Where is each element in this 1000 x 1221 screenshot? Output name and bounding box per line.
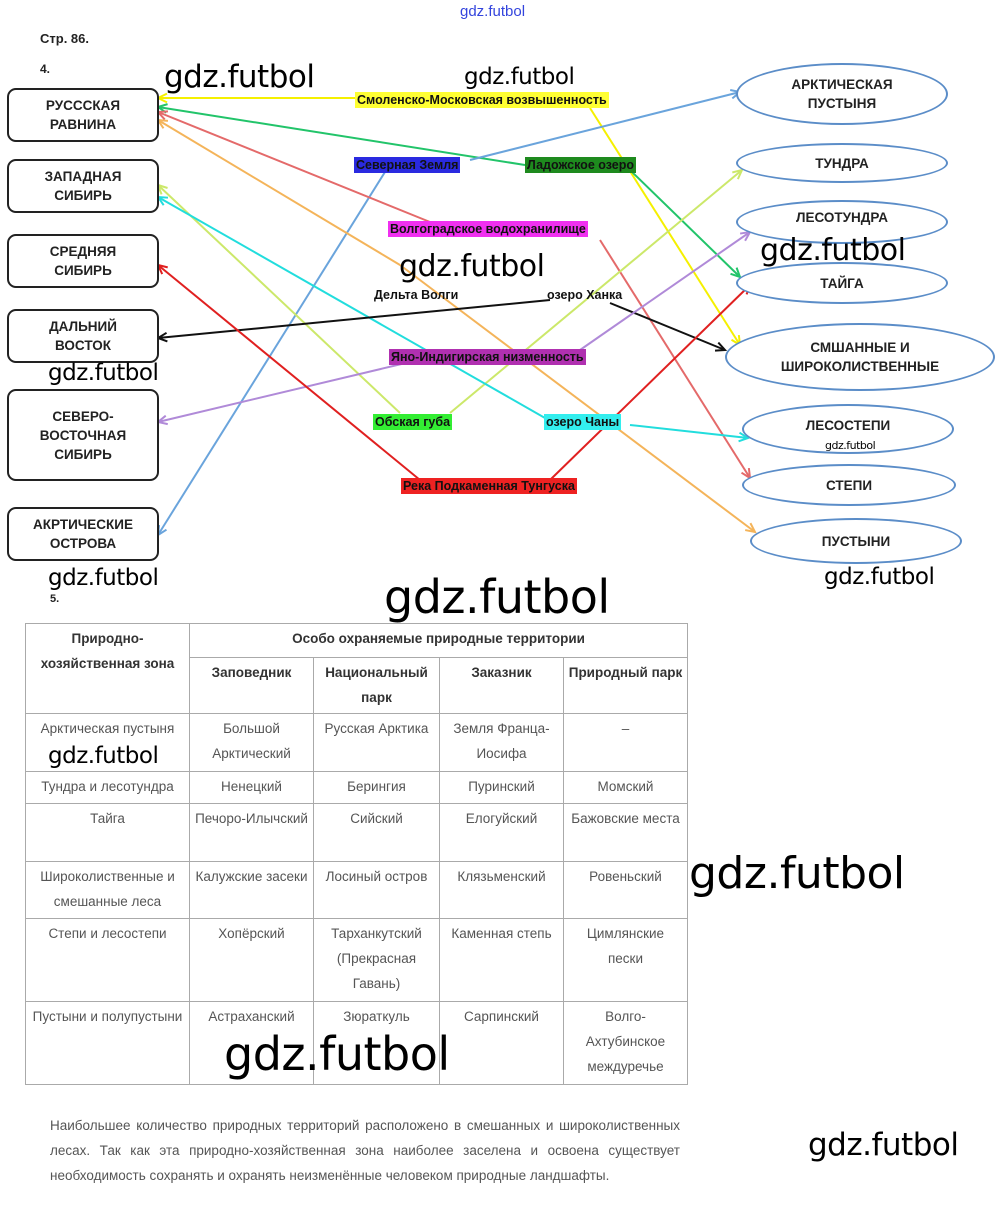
watermark: gdz.futbol [164,59,315,95]
object-label: Яно-Индигирская низменность [389,349,586,365]
object-label: Река Подкаменная Тунгуска [401,478,577,494]
connection-arrow [156,118,401,266]
watermark: gdz.futbol [384,570,610,624]
table-cell: Берингия [313,771,440,804]
watermark: gdz.futbol [48,565,159,591]
task-5-number: 5. [50,593,60,605]
watermark: gdz.futbol [808,1127,959,1163]
object-label: Волгоградское водохранилище [388,221,588,237]
zone-ellipse: ТУНДРА [736,143,948,183]
page-number: Стр. 86. [40,31,89,46]
region-box: СРЕДНЯЯ СИБИРЬ [7,234,159,288]
table-cell: Клязьменский [439,861,564,919]
arrowhead-icon [744,522,757,534]
zone-ellipse: СТЕПИ [742,464,956,506]
watermark: gdz.futbol [689,848,905,899]
connection-arrow [155,299,551,343]
table-cell: Сийский [313,803,440,862]
column-header: Заказник [439,657,564,714]
arrowhead-icon [738,431,751,443]
table-cell: Калужские засеки [189,861,314,919]
watermark: gdz.futbol [399,249,545,284]
watermark: gdz.futbol [824,564,935,590]
table-cell: Лосиный остров [313,861,440,919]
watermark: gdz.futbol [760,233,906,268]
protected-areas-table: Природно-хозяйственная зона Особо охраня… [25,623,688,1085]
watermark: gdz.futbol [48,360,159,386]
region-box: СЕВЕРО- ВОСТОЧНАЯ СИБИРЬ [7,389,159,481]
table-cell: Цимлянские пески [563,918,688,1002]
zone-ellipse: ЛЕСОСТЕПИ [742,404,954,454]
table-cell: Арктическая пустыня [25,713,190,772]
group-header: Особо охраняемые природные территории [189,623,688,658]
connection-arrow [156,171,386,537]
task-4-number: 4. [40,62,51,76]
table-cell: Ненецкий [189,771,314,804]
table-cell: Печоро-Илычский [189,803,314,862]
table-cell: Каменная степь [439,918,564,1002]
connection-arrow [549,283,752,481]
object-label: Ладожское озеро [525,157,636,173]
watermark: gdz.futbol [48,743,159,769]
table-cell: Широколиственные и смешанные леса [25,861,190,919]
watermark: gdz.futbol [464,64,575,90]
table-cell: Земля Франца-Иосифа [439,713,564,772]
region-box: АКРТИЧЕСКИЕ ОСТРОВА [7,507,159,561]
table-cell: – [563,713,688,772]
connection-arrow [156,183,401,414]
table-cell: Тайга [25,803,190,862]
connection-arrow [629,424,751,443]
object-label: озеро Чаны [544,414,622,430]
zone-ellipse: АРКТИЧЕСКАЯ ПУСТЫНЯ [736,63,948,125]
table-cell: Тарханкутский (Прекрасная Гавань) [313,918,440,1002]
object-label: озеро Ханка [547,288,623,302]
connection-arrow [589,107,742,347]
table-cell: Зюраткуль [313,1001,440,1085]
object-label: Обская губа [373,414,453,430]
connection-arrow [609,302,728,352]
table-cell: Бажовские места [563,803,688,862]
table-cell: Момский [563,771,688,804]
table-cell: Хопёрский [189,918,314,1002]
arrowhead-icon [714,341,728,352]
table-cell: Астраханский [189,1001,314,1085]
table-cell: Пустыни и полупустыни [25,1001,190,1085]
watermark: gdz.futbol [825,439,876,452]
table-cell: Тундра и лесотундра [25,771,190,804]
region-box: ЗАПАДНАЯ СИБИРЬ [7,159,159,213]
table-cell: Ровеньский [563,861,688,919]
zone-ellipse: ТАЙГА [736,262,948,304]
zone-ellipse: СМШАННЫЕ И ШИРОКОЛИСТВЕННЫЕ [725,323,995,391]
table-cell: Пуринский [439,771,564,804]
zone-ellipse: ПУСТЫНИ [750,518,962,564]
conclusion-text: Наибольшее количество природных территор… [50,1118,680,1183]
zone-header: Природно-хозяйственная зона [25,623,190,714]
table-cell: Елогуйский [439,803,564,862]
table-cell: Волго-Ахтубинское междуречье [563,1001,688,1085]
object-label: Северная Земля [354,157,461,173]
object-label: Смоленско-Московская возвышенность [355,92,609,108]
site-link[interactable]: gdz.futbol [460,3,526,20]
connection-lines [155,89,757,537]
object-label: Дельта Волги [374,288,459,302]
table-cell: Степи и лесостепи [25,918,190,1002]
region-box: ДАЛЬНИЙ ВОСТОК [7,309,159,363]
table-cell: Сарпинский [439,1001,564,1085]
region-box: РУСССКАЯ РАВНИНА [7,88,159,142]
table-cell: Русская Арктика [313,713,440,772]
column-header: Природный парк [563,657,688,714]
table-cell: Большой Арктический [189,713,314,772]
column-header: Национальный парк [313,657,440,714]
zone-ellipse: ЛЕСОТУНДРА [736,200,948,244]
column-header: Заповедник [189,657,314,714]
watermark: gdz.futbol [224,1027,450,1081]
